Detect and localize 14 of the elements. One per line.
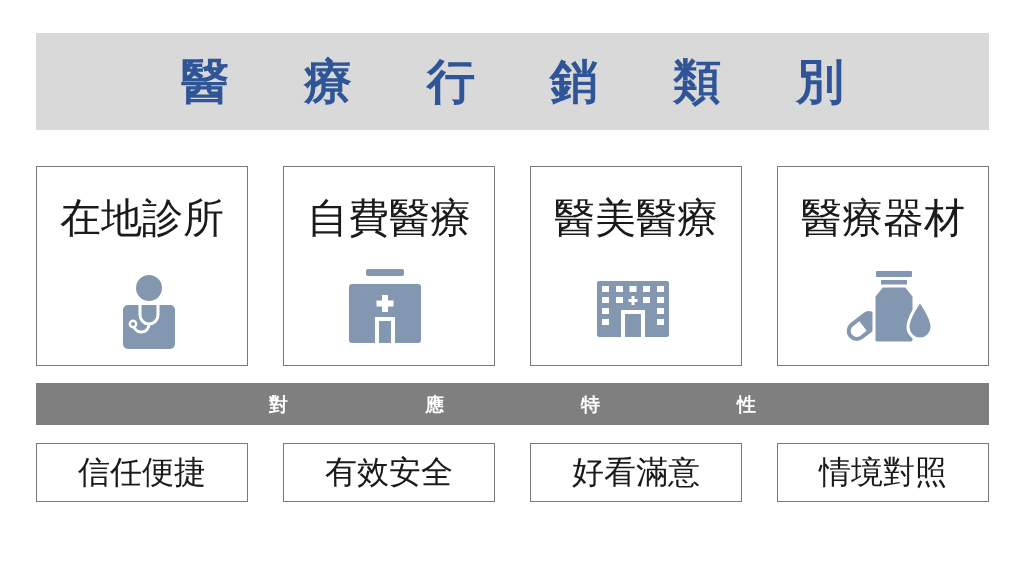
card-heading: 在地診所: [60, 195, 224, 241]
trait-box: 信任便捷: [36, 443, 248, 502]
category-card: [777, 166, 989, 366]
trait-box: 有效安全: [283, 443, 495, 502]
trait-box: 情境對照: [777, 443, 989, 502]
header-band: 對應特性: [36, 383, 989, 425]
card-heading: 醫療器材: [801, 195, 965, 241]
category-card: [36, 166, 248, 366]
card-heading: 自費醫療: [307, 195, 471, 241]
trait-box: 好看滿意: [530, 443, 742, 502]
category-card: [530, 166, 742, 366]
category-card: [283, 166, 495, 366]
card-heading: 醫美醫療: [554, 195, 718, 241]
title-banner: 醫療行銷類別: [36, 33, 989, 130]
